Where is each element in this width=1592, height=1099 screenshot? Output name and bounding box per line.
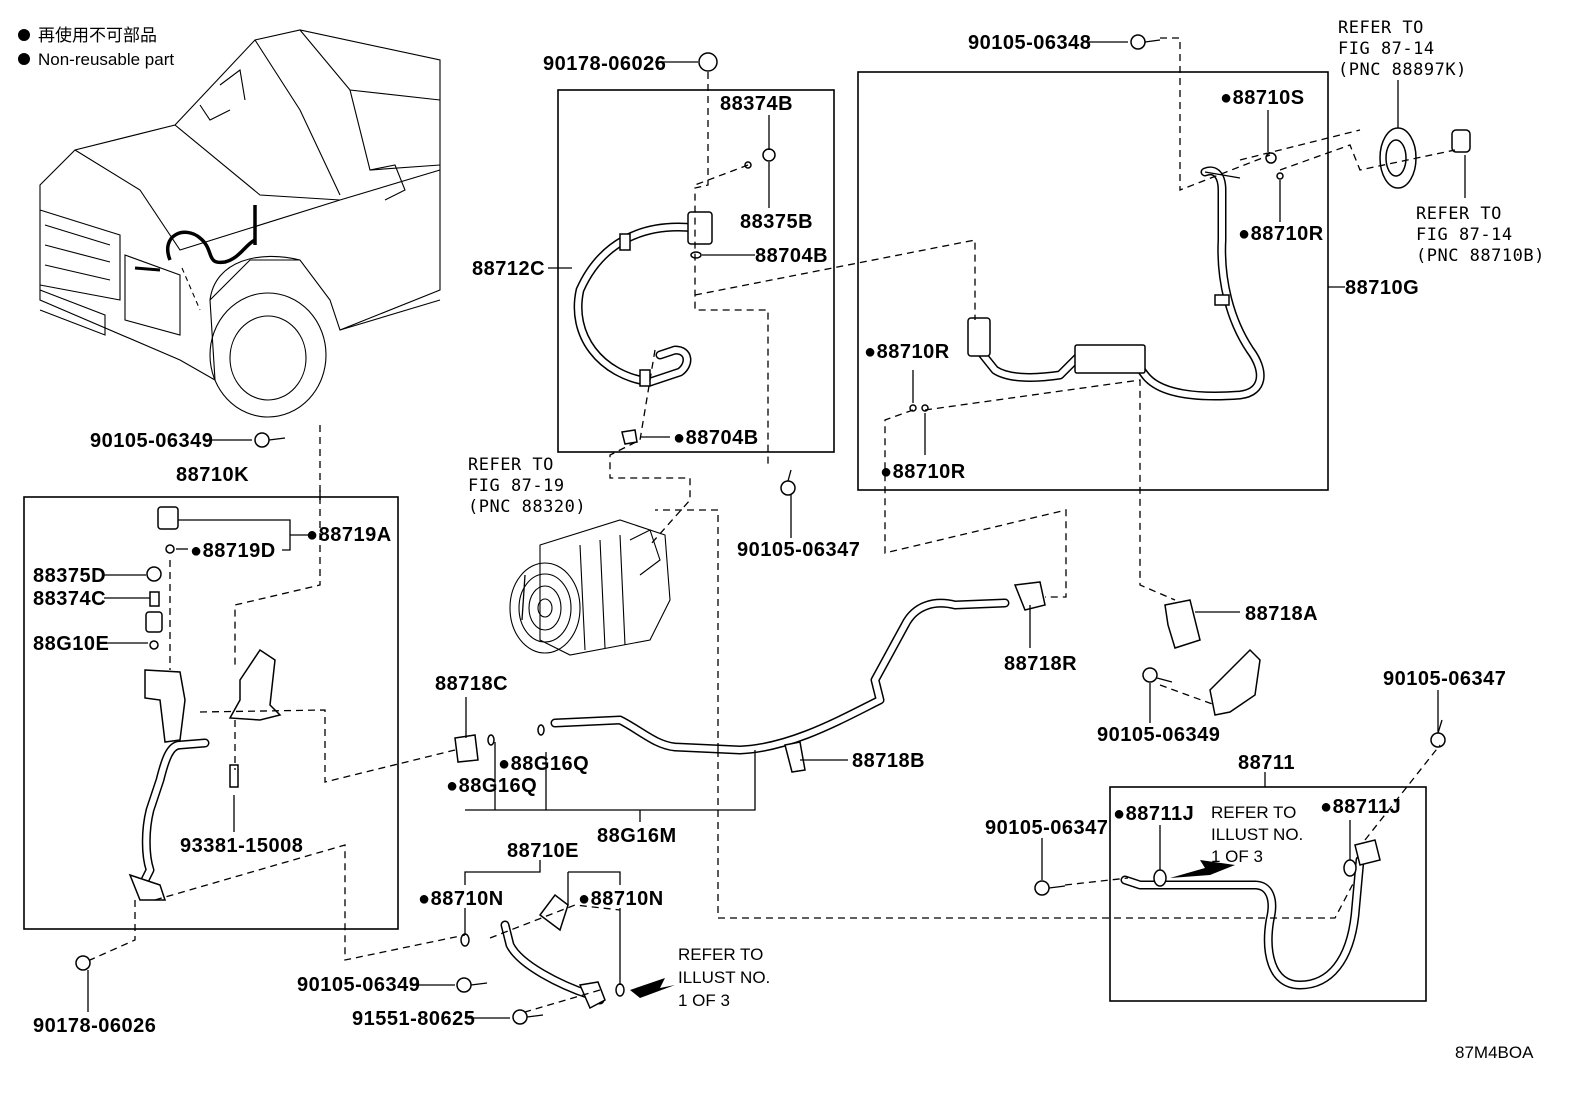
- ref-fig-87-19-line1: REFER TO: [468, 455, 554, 475]
- label-88G10E: 88G10E: [33, 633, 109, 655]
- label-88G16Q-a: ●88G16Q: [498, 753, 589, 775]
- part-labels: 90178-06026 88374B 88375B 88704B 88712C …: [33, 32, 1506, 1037]
- legend-en: Non-reusable part: [38, 50, 174, 69]
- label-88375D: 88375D: [33, 565, 106, 587]
- box-88712C: [557, 89, 835, 453]
- label-90105-06349-bot: 90105-06349: [297, 974, 420, 996]
- label-88711J-b: ●88711J: [1320, 796, 1401, 818]
- legend: 再使用不可部品 Non-reusable part: [18, 25, 174, 69]
- label-88710E: 88710E: [507, 840, 579, 862]
- ref-fig-87-14-k-line2: FIG 87-14: [1338, 39, 1435, 59]
- label-90105-06347-low: 90105-06347: [985, 817, 1108, 839]
- label-91551-80625: 91551-80625: [352, 1008, 475, 1030]
- leader-lines: [87, 41, 1466, 1019]
- ref-fig-87-14-k-line3: (PNC 88897K): [1338, 60, 1467, 80]
- label-90105-06347-mid: 90105-06347: [737, 539, 860, 561]
- pipe-88G16M: [550, 598, 1010, 755]
- label-88712C: 88712C: [472, 258, 545, 280]
- label-88374B: 88374B: [720, 93, 793, 115]
- ref-fig-87-14-b-line1: REFER TO: [1416, 204, 1502, 224]
- compressor: [509, 519, 671, 656]
- ref-fig-87-14-b-line3: (PNC 88710B): [1416, 246, 1545, 266]
- label-88718A: 88718A: [1245, 603, 1318, 625]
- box-88710G: [857, 71, 1329, 491]
- label-88375B: 88375B: [740, 211, 813, 233]
- label-88710K: 88710K: [176, 464, 249, 486]
- dashed-lines: [89, 37, 1456, 1013]
- hose-88712C: [573, 211, 713, 387]
- label-90178-06026-bot: 90178-06026: [33, 1015, 156, 1037]
- box-88711: [1109, 786, 1427, 1002]
- ref-fig-87-14-b-line2: FIG 87-14: [1416, 225, 1513, 245]
- label-88G16Q-b: ●88G16Q: [446, 775, 537, 797]
- pipe-88710G: [967, 166, 1265, 401]
- label-88718B: 88718B: [852, 750, 925, 772]
- legend-jp: 再使用不可部品: [38, 25, 157, 45]
- label-88704B-bot: ●88704B: [673, 427, 759, 449]
- pipe-88711: [1120, 839, 1381, 990]
- vehicle-sketch: [39, 29, 441, 418]
- label-88374C: 88374C: [33, 588, 106, 610]
- label-88710G: 88710G: [1345, 277, 1419, 299]
- label-93381-15008: 93381-15008: [180, 835, 303, 857]
- label-88718R: 88718R: [1004, 653, 1077, 675]
- ref-fig-87-19-line2: FIG 87-19: [468, 476, 565, 496]
- ref-illust-right-line3: 1 OF 3: [1211, 847, 1263, 866]
- label-90105-06348: 90105-06348: [968, 32, 1091, 54]
- diagram-code: 87M4BOA: [1455, 1043, 1534, 1062]
- small-parts: [75, 34, 1471, 1025]
- label-88710R-c: ●88710R: [880, 461, 966, 483]
- label-88711J-a: ●88711J: [1113, 803, 1194, 825]
- label-88719A: ●88719A: [306, 524, 392, 546]
- pipe-88710K: [128, 506, 282, 901]
- label-88G16M: 88G16M: [597, 825, 677, 847]
- ref-illust-bottom-line2: ILLUST NO.: [678, 968, 770, 987]
- bolt-icons: [75, 34, 1446, 1025]
- ref-illust-bottom-line1: REFER TO: [678, 945, 763, 964]
- pipe-88710E: [460, 893, 675, 1010]
- label-88710N-b: ●88710N: [578, 888, 664, 910]
- label-88710N-a: ●88710N: [418, 888, 504, 910]
- ref-illust-right-line1: REFER TO: [1211, 803, 1296, 822]
- label-88719D: ●88719D: [190, 540, 276, 562]
- ref-fig-87-14-k-line1: REFER TO: [1338, 18, 1424, 38]
- label-88710S: ●88710S: [1220, 87, 1305, 109]
- label-88718C: 88718C: [435, 673, 508, 695]
- ref-fig-87-19-line3: (PNC 88320): [468, 497, 586, 517]
- label-88710R-a: ●88710R: [1238, 223, 1324, 245]
- box-88710K: [23, 496, 399, 930]
- label-90178-06026-top: 90178-06026: [543, 53, 666, 75]
- ref-illust-bottom-line3: 1 OF 3: [678, 991, 730, 1010]
- label-90105-06347-right: 90105-06347: [1383, 668, 1506, 690]
- label-90105-06349-left: 90105-06349: [90, 430, 213, 452]
- label-90105-06349-right: 90105-06349: [1097, 724, 1220, 746]
- label-88710R-b: ●88710R: [864, 341, 950, 363]
- reference-notes: REFER TO FIG 87-19 (PNC 88320) REFER TO …: [468, 18, 1545, 1010]
- ref-illust-right-line2: ILLUST NO.: [1211, 825, 1303, 844]
- label-88704B-top: 88704B: [755, 245, 828, 267]
- label-88711: 88711: [1238, 752, 1295, 774]
